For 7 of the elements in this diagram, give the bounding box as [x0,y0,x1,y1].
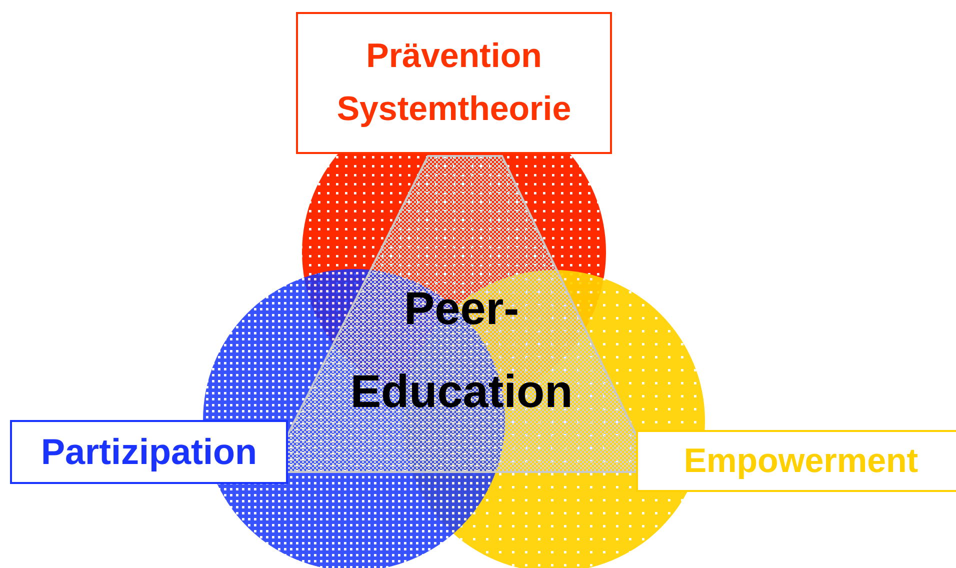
label-text: Systemtheorie [336,90,572,129]
label-box [296,12,612,154]
label-box [10,420,288,484]
label-box [636,430,956,492]
label-text: Prävention [366,37,542,76]
label-text: Partizipation [40,431,258,473]
label-text: Empowerment [684,442,918,480]
